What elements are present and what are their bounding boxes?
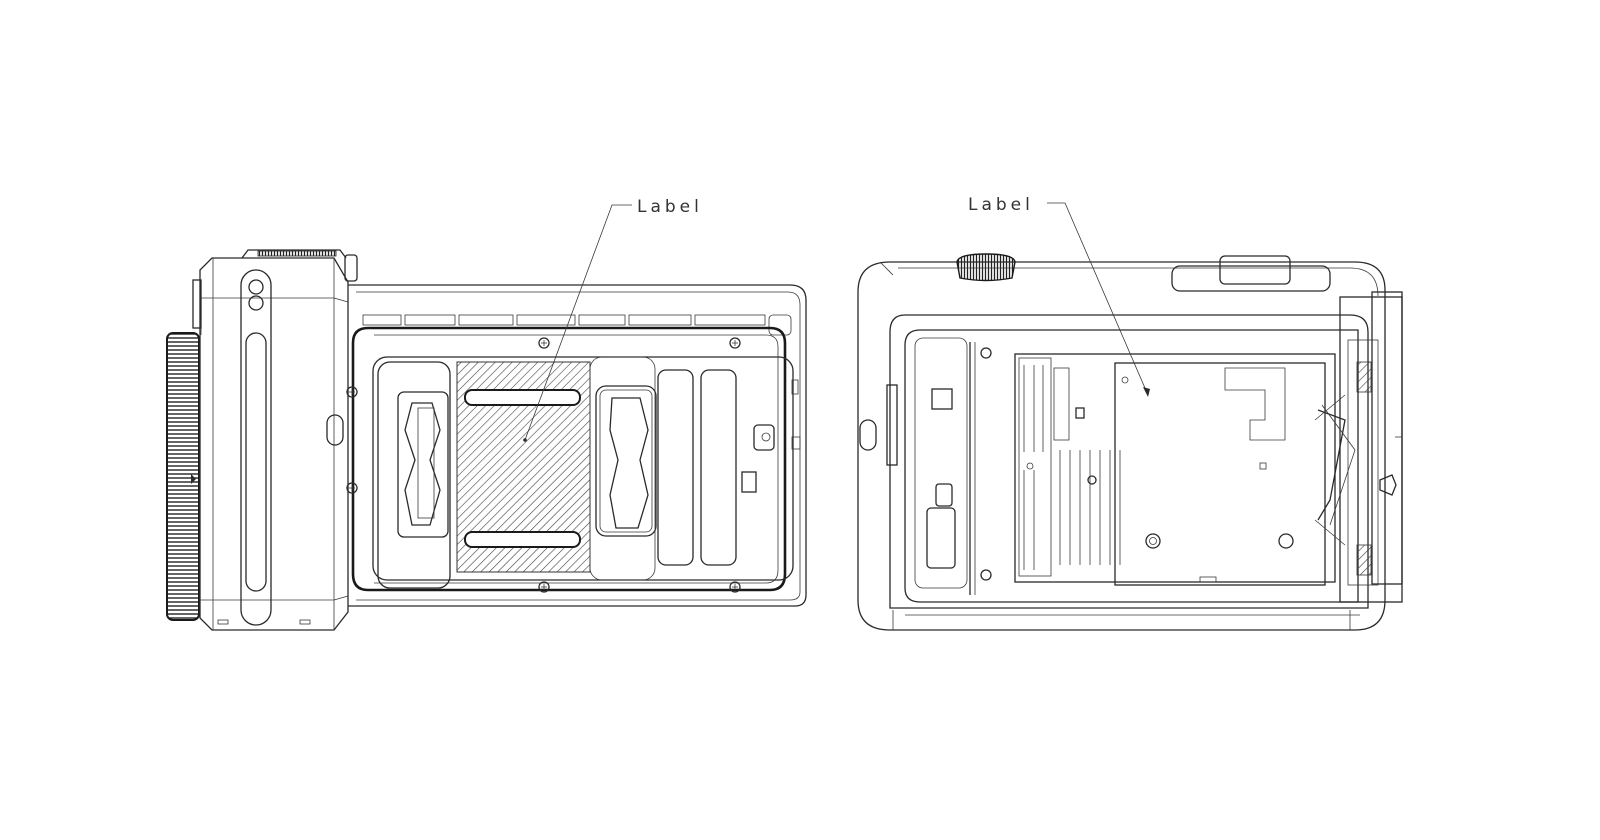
top-dial <box>956 253 1016 282</box>
left-camera-view: Label <box>166 197 807 631</box>
camera-body-rear <box>857 261 1386 631</box>
left-clip <box>397 391 449 538</box>
label-callout-left: Label <box>524 197 703 441</box>
right-camera-view: Label <box>857 195 1403 631</box>
right-clip <box>595 385 657 537</box>
side-button <box>192 279 202 329</box>
hinge-mechanism <box>1314 291 1403 603</box>
callout-text-right: Label <box>968 195 1034 215</box>
door-latch <box>859 419 877 451</box>
label-plate-right <box>1114 362 1326 586</box>
camera-body-side <box>199 249 358 631</box>
top-slider <box>1171 265 1331 292</box>
screw-icons <box>346 337 741 593</box>
rear-door-open <box>326 284 807 607</box>
lens-ring <box>166 332 200 621</box>
strap-slot <box>240 269 272 626</box>
callout-text-left: Label <box>637 197 703 217</box>
ribs-vertical <box>1023 365 1121 570</box>
label-callout-right: Label <box>968 195 1150 397</box>
door-latch <box>326 414 344 446</box>
